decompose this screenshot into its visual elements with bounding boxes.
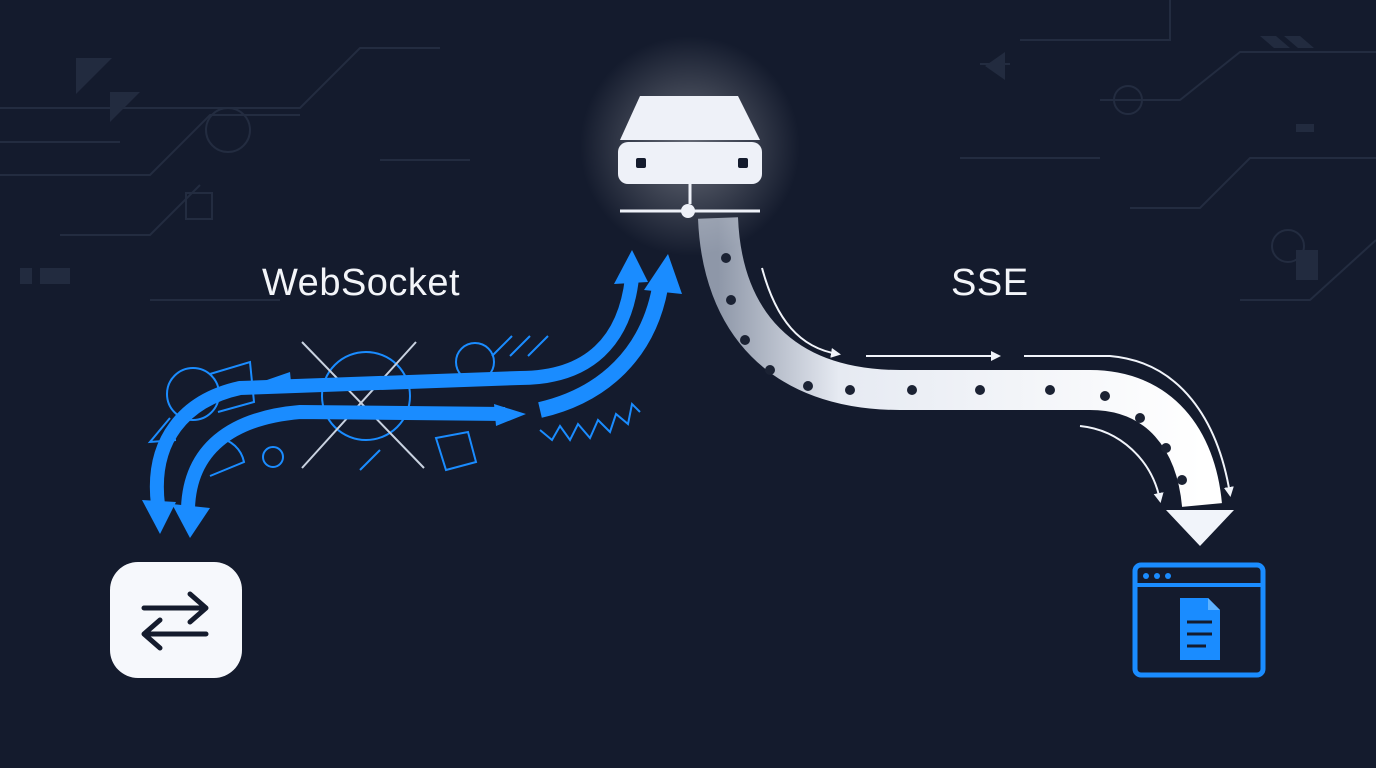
arrowhead-up-1	[614, 250, 648, 284]
sse-flow-arrows	[761, 267, 1234, 503]
websocket-stream	[149, 277, 668, 509]
circuit-background	[0, 0, 1376, 301]
server-node	[580, 36, 800, 256]
browser-document-icon	[1132, 562, 1266, 678]
arrowhead-left	[264, 372, 292, 392]
bidirectional-arrows-icon	[141, 591, 209, 651]
arrowhead-down-1	[142, 500, 176, 534]
websocket-cross-lines	[301, 341, 425, 469]
circuit-background-fills	[20, 36, 1318, 284]
websocket-lower-arrow-body	[181, 404, 506, 509]
sse-client-node	[1132, 562, 1266, 678]
sse-dots	[721, 253, 1187, 485]
arrowhead-up-2	[644, 254, 682, 294]
server-icon	[618, 96, 762, 218]
sse-arrowhead	[1166, 510, 1234, 546]
sse-stream	[698, 216, 1234, 546]
sse-band	[698, 216, 1222, 508]
arrowhead-down-2	[172, 504, 210, 538]
websocket-arrowheads	[142, 250, 682, 538]
arrowhead-right	[494, 404, 526, 426]
websocket-label: WebSocket	[262, 262, 461, 304]
websocket-client-node	[110, 562, 242, 678]
websocket-right-arrow-body	[538, 286, 668, 418]
websocket-upper-arrow-body	[149, 277, 639, 506]
sse-label: SSE	[951, 262, 1029, 304]
